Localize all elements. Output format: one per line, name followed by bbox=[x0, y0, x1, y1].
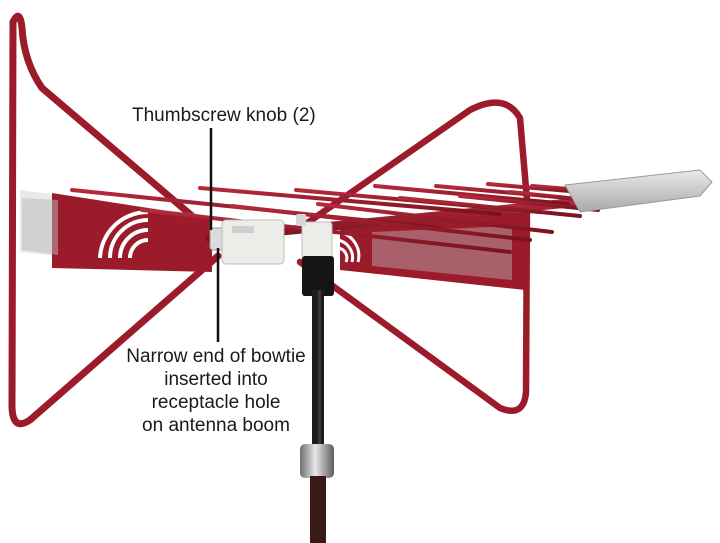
left-bowtie-frame bbox=[8, 12, 222, 428]
antenna-mount bbox=[300, 256, 334, 543]
bowtie-label-line: receptacle hole bbox=[151, 392, 281, 413]
center-housing bbox=[209, 214, 333, 265]
thumbscrew-knob-label: Thumbscrew knob (2) bbox=[132, 105, 316, 126]
pointer-lines bbox=[209, 128, 220, 342]
bowtie-label-line: inserted into bbox=[164, 369, 268, 390]
bowtie-insertion-label: Narrow end of bowtie inserted into recep… bbox=[98, 345, 334, 437]
boom-tip bbox=[564, 169, 713, 213]
bowtie-label-line: Narrow end of bowtie bbox=[126, 346, 306, 367]
bowtie-label-line: on antenna boom bbox=[142, 415, 290, 436]
